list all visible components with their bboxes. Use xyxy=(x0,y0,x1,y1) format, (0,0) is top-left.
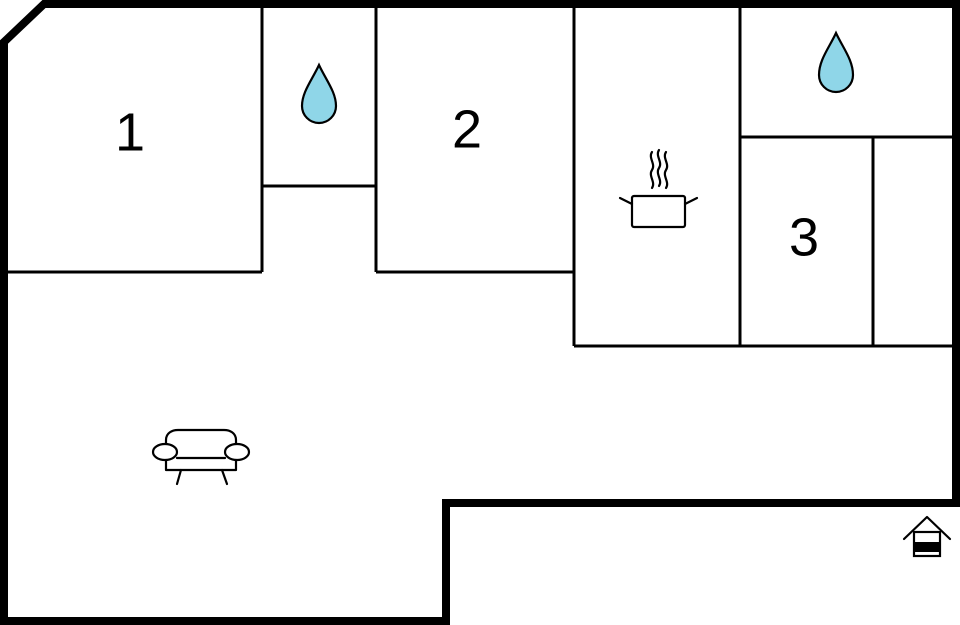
house-entrance-icon xyxy=(902,515,952,558)
room-label-1: 1 xyxy=(115,102,145,162)
water-drop-icon xyxy=(817,30,855,94)
interior-walls xyxy=(4,4,956,348)
water-drop-icon xyxy=(300,62,338,125)
cooking-pot-icon xyxy=(618,148,699,229)
room-label-3: 3 xyxy=(789,207,819,267)
room-label-2: 2 xyxy=(452,99,482,159)
sofa-icon xyxy=(151,428,251,486)
